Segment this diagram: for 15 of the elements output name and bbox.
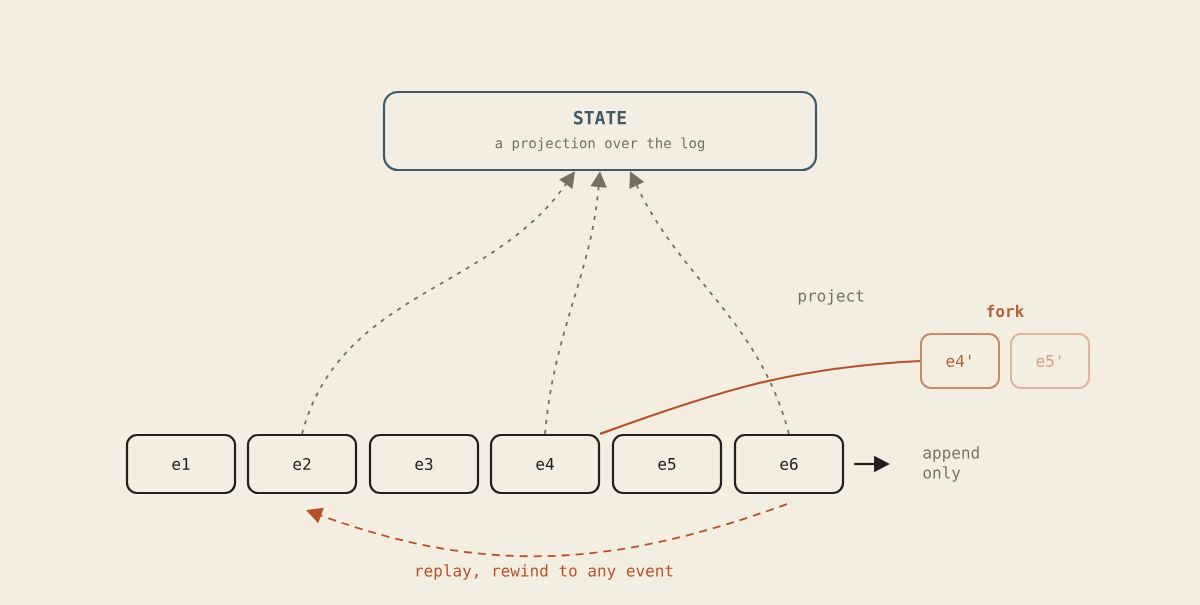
fork-event-box: e4'	[920, 333, 1000, 389]
edge-label: replay, rewind to any event	[416, 564, 673, 580]
arrow	[301, 171, 575, 435]
event-box: e6	[733, 433, 845, 495]
append-only-text: append only	[923, 446, 979, 482]
event-box: e2	[246, 433, 358, 495]
event-box: e5	[611, 433, 723, 495]
fork-event-box: e5'	[1010, 333, 1090, 389]
connector-line	[599, 359, 921, 435]
event-box: e3	[368, 433, 480, 495]
event-box: e1	[125, 433, 237, 495]
event-box: e4	[489, 433, 601, 495]
state-box: STATE a projection over the log	[382, 90, 818, 172]
fork-label: fork	[987, 304, 1024, 318]
edge-group-label: project	[798, 289, 864, 305]
